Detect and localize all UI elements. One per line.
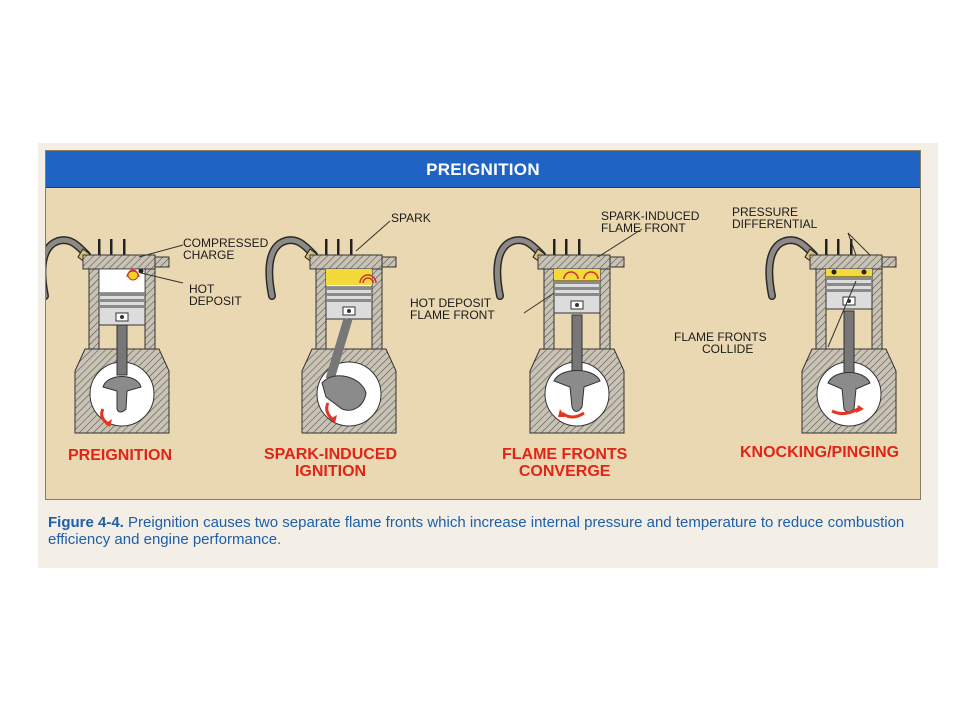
stage-title-preignition: PREIGNITION (68, 447, 173, 464)
label-spark: SPARK (391, 211, 431, 225)
caption-text: Preignition causes two separate flame fr… (48, 514, 905, 548)
label-flame-fronts-collide: FLAME FRONTS COLLIDE (674, 330, 767, 356)
label-spark-induced-flame-front: SPARK-INDUCED FLAME FRONT (601, 209, 700, 235)
figure-caption: Figure 4-4. Preignition causes two separ… (48, 514, 933, 548)
label-hot-deposit: HOT DEPOSIT (189, 282, 242, 308)
preignition-figure: PREIGNITION (45, 150, 921, 500)
cylinder-diagram-3 (497, 228, 643, 433)
engine-cylinder-illustrations (46, 220, 922, 501)
figure-banner: PREIGNITION (46, 151, 920, 188)
cylinder-diagram-4 (769, 232, 896, 433)
stage-title-knocking-pinging: KNOCKING/PINGING (740, 444, 900, 461)
banner-title: PREIGNITION (426, 160, 540, 179)
label-hot-deposit-flame-front: HOT DEPOSIT FLAME FRONT (410, 296, 495, 322)
cylinder-diagram-1 (46, 239, 184, 433)
caption-label: Figure 4-4. (48, 514, 124, 531)
stage-title-flame-fronts-converge: FLAME FRONTS CONVERGE (502, 446, 628, 480)
label-compressed-charge: COMPRESSED CHARGE (183, 236, 269, 262)
cylinder-diagram-2 (269, 220, 396, 433)
label-pressure-differential: PRESSURE DIFFERENTIAL (732, 205, 818, 231)
stage-title-spark-induced-ignition: SPARK-INDUCED IGNITION (264, 446, 398, 480)
